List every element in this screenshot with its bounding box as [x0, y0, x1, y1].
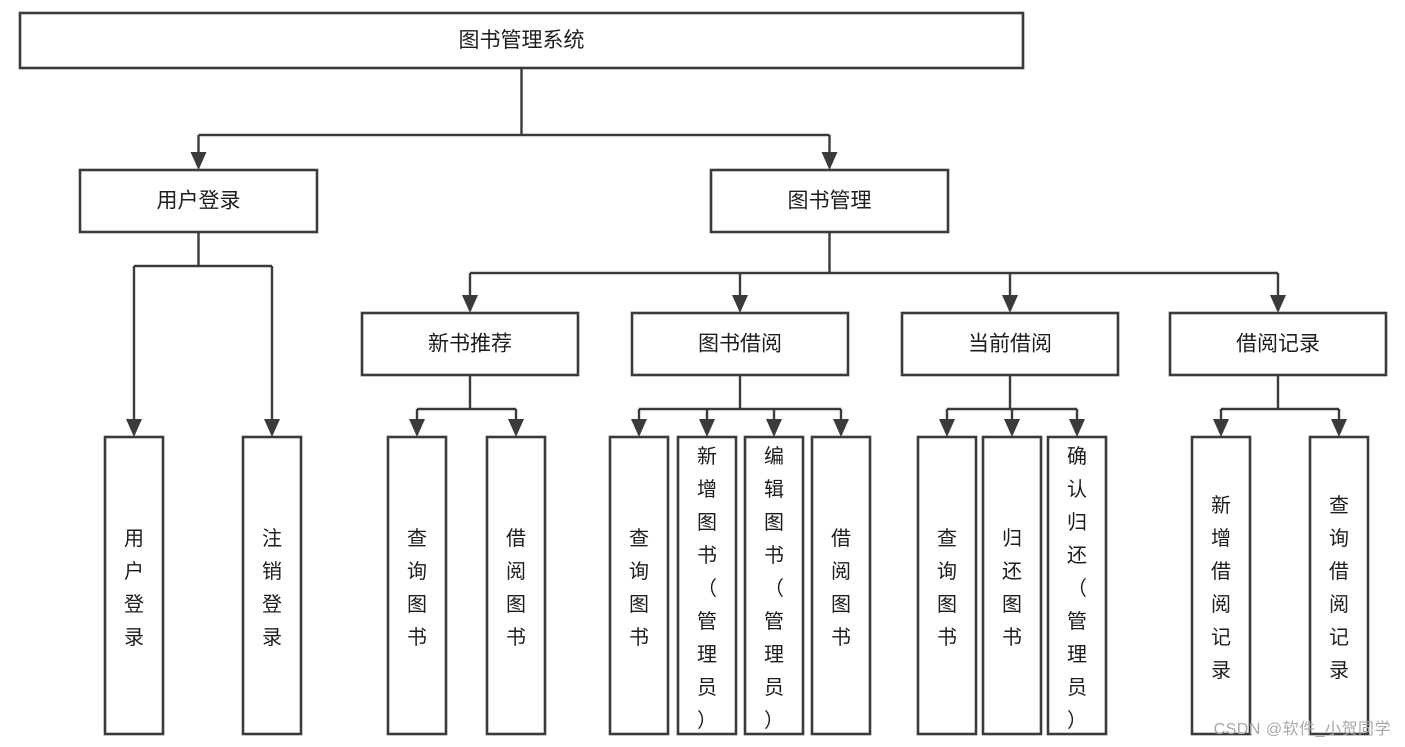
node-user-login[interactable]: 用户登录 — [78, 168, 319, 234]
root-to-user-login-arrowhead — [190, 152, 207, 170]
node-box-query-book-2[interactable] — [608, 435, 670, 736]
book-borrow-to-add-book-admin-arrowhead — [699, 419, 715, 437]
node-box-current-borrow[interactable] — [900, 311, 1120, 377]
node-label-add-book-admin: 新增图书（管理员） — [697, 445, 717, 732]
node-box-query-book-3[interactable] — [916, 435, 978, 736]
node-label-confirm-return-admin: 确认归还（管理员） — [1067, 445, 1087, 732]
node-borrow-record[interactable]: 借阅记录 — [1168, 311, 1388, 377]
node-label-user-logout: 注销登录 — [262, 527, 282, 649]
node-root[interactable]: 图书管理系统 — [18, 11, 1025, 70]
node-add-book-admin[interactable]: 新增图书（管理员） — [676, 435, 738, 736]
node-box-new-book-recommend[interactable] — [360, 311, 580, 377]
node-label-edit-book-admin: 编辑图书（管理员） — [764, 445, 784, 732]
node-book-borrow[interactable]: 图书借阅 — [630, 311, 850, 377]
node-label-user-login-do: 用户登录 — [124, 528, 144, 649]
node-box-borrow-book-1[interactable] — [485, 435, 547, 736]
node-query-book-3[interactable]: 查询图书 — [916, 435, 978, 736]
node-box-query-book-1[interactable] — [386, 435, 448, 736]
connector-layer — [126, 68, 1347, 437]
node-label-book-borrow: 图书借阅 — [698, 333, 782, 356]
node-label-query-book-2: 查询图书 — [629, 527, 649, 649]
node-user-login-do[interactable]: 用户登录 — [103, 435, 165, 736]
node-borrow-book-2[interactable]: 借阅图书 — [810, 435, 872, 736]
node-box-user-logout[interactable] — [241, 435, 303, 736]
node-box-user-login[interactable] — [78, 168, 319, 234]
node-box-confirm-return-admin[interactable] — [1046, 435, 1108, 736]
node-label-query-book-3: 查询图书 — [937, 527, 957, 649]
node-label-borrow-book-2: 借阅图书 — [831, 527, 851, 649]
node-query-book-1[interactable]: 查询图书 — [386, 435, 448, 736]
node-label-query-book-1: 查询图书 — [407, 527, 427, 649]
node-box-add-borrow-record[interactable] — [1190, 435, 1252, 736]
node-box-return-book[interactable] — [981, 435, 1043, 736]
current-borrow-to-return-book-arrowhead — [1004, 419, 1020, 437]
root-to-book-manage-arrowhead — [821, 152, 838, 170]
node-return-book[interactable]: 归还图书 — [981, 435, 1043, 736]
book-manage-to-current-borrow-arrowhead — [1002, 295, 1018, 313]
node-box-root[interactable] — [18, 11, 1025, 70]
node-current-borrow[interactable]: 当前借阅 — [900, 311, 1120, 377]
node-box-query-borrow-record[interactable] — [1308, 435, 1370, 736]
node-label-add-borrow-record: 新增借阅记录 — [1211, 494, 1231, 682]
node-box-borrow-record[interactable] — [1168, 311, 1388, 377]
node-book-manage[interactable]: 图书管理 — [709, 168, 950, 234]
node-label-user-login: 用户登录 — [157, 190, 241, 213]
book-manage-to-book-borrow-arrowhead — [732, 295, 748, 313]
node-query-book-2[interactable]: 查询图书 — [608, 435, 670, 736]
new-book-recommend-to-borrow-book-1-arrowhead — [508, 419, 524, 437]
node-label-new-book-recommend: 新书推荐 — [428, 333, 512, 356]
node-label-book-manage: 图书管理 — [788, 190, 872, 213]
node-box-book-manage[interactable] — [709, 168, 950, 234]
node-label-borrow-record: 借阅记录 — [1236, 333, 1320, 356]
node-add-borrow-record[interactable]: 新增借阅记录 — [1190, 435, 1252, 736]
node-new-book-recommend[interactable]: 新书推荐 — [360, 311, 580, 377]
node-confirm-return-admin[interactable]: 确认归还（管理员） — [1046, 435, 1108, 736]
node-box-borrow-book-2[interactable] — [810, 435, 872, 736]
book-borrow-to-edit-book-admin-arrowhead — [766, 419, 782, 437]
book-borrow-to-query-book-2-arrowhead — [631, 419, 647, 437]
node-box-book-borrow[interactable] — [630, 311, 850, 377]
borrow-record-to-query-borrow-record-arrowhead — [1331, 419, 1347, 437]
book-manage-to-new-book-recommend-arrowhead — [462, 295, 478, 313]
current-borrow-to-query-book-3-arrowhead — [939, 419, 955, 437]
book-borrow-to-borrow-book-2-arrowhead — [833, 419, 849, 437]
node-query-borrow-record[interactable]: 查询借阅记录 — [1308, 435, 1370, 736]
node-box-edit-book-admin[interactable] — [743, 435, 805, 736]
node-label-borrow-book-1: 借阅图书 — [506, 527, 526, 649]
node-edit-book-admin[interactable]: 编辑图书（管理员） — [743, 435, 805, 736]
node-label-query-borrow-record: 查询借阅记录 — [1329, 494, 1349, 682]
node-box-add-book-admin[interactable] — [676, 435, 738, 736]
watermark-label: CSDN @软件_小贺同学 — [1213, 721, 1391, 738]
node-user-logout[interactable]: 注销登录 — [241, 435, 303, 736]
node-label-return-book: 归还图书 — [1002, 527, 1022, 649]
node-label-current-borrow: 当前借阅 — [968, 333, 1052, 356]
node-box-user-login-do[interactable] — [103, 435, 165, 736]
node-borrow-book-1[interactable]: 借阅图书 — [485, 435, 547, 736]
user-login-to-user-logout-arrowhead — [264, 419, 280, 437]
current-borrow-to-confirm-return-admin-arrowhead — [1069, 419, 1085, 437]
book-manage-to-borrow-record-arrowhead — [1270, 295, 1286, 313]
node-layer: 图书管理系统用户登录用户登录注销登录图书管理新书推荐查询图书借阅图书图书借阅查询… — [18, 11, 1388, 736]
node-label-root: 图书管理系统 — [459, 29, 585, 52]
new-book-recommend-to-query-book-1-arrowhead — [409, 419, 425, 437]
user-login-to-user-login-do-arrowhead — [126, 419, 142, 437]
borrow-record-to-add-borrow-record-arrowhead — [1213, 419, 1229, 437]
